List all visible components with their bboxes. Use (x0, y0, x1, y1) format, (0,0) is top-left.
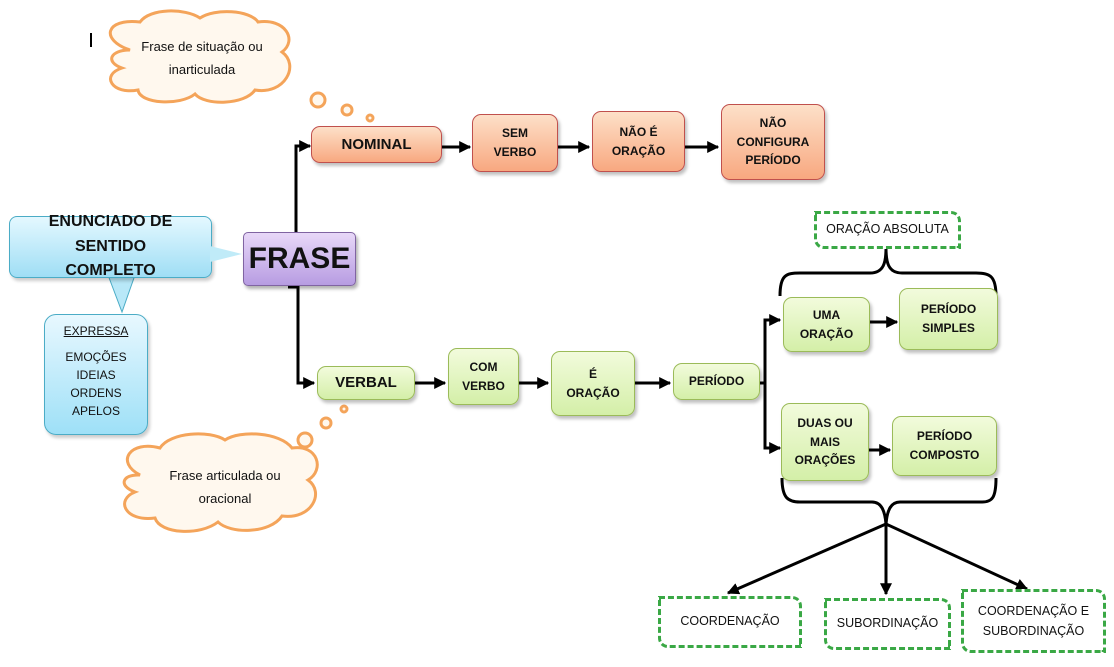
enunciado-box: ENUNCIADO DE SENTIDO COMPLETO (9, 213, 212, 279)
uma-oracao-box: UMA ORAÇÃO (783, 297, 870, 352)
periodo-composto-box: PERÍODO COMPOSTO (892, 416, 997, 476)
oracao-absoluta-box: ORAÇÃO ABSOLUTA (814, 211, 961, 249)
periodo-simples-box: PERÍODO SIMPLES (899, 288, 998, 350)
frase-box: FRASE (243, 232, 356, 286)
cloud-bottom (122, 404, 349, 533)
coordenacao-e-subordinacao-box: COORDENAÇÃO E SUBORDINAÇÃO (961, 589, 1106, 653)
sem-verbo-box: SEM VERBO (472, 114, 558, 172)
subordinacao-box: SUBORDINAÇÃO (824, 598, 951, 650)
enunciado-connector-tail (210, 246, 242, 262)
cloud-top-text: Frase de situação ou inarticulada (141, 39, 263, 77)
expressa-item: APELOS (71, 404, 121, 418)
e-oracao-box: É ORAÇÃO (551, 351, 635, 416)
expressa-item: EMOÇÕES (65, 350, 127, 364)
expressa-item: IDEIAS (76, 368, 116, 382)
cloud-bottom-text: Frase articulada ou oracional (169, 468, 281, 506)
duas-oracoes-box: DUAS OU MAIS ORAÇÕES (781, 403, 869, 481)
expressa-item: ORDENS (70, 386, 122, 400)
cloud-top (108, 9, 375, 123)
com-verbo-box: COM VERBO (448, 348, 519, 405)
expressa-box: EXPRESSA EMOÇÕES IDEIAS ORDENS APELOS (44, 314, 148, 435)
verbal-box: VERBAL (317, 366, 415, 400)
coordenacao-box: COORDENAÇÃO (658, 596, 802, 648)
nao-e-oracao-box: NÃO É ORAÇÃO (592, 111, 685, 172)
periodo-box: PERÍODO (673, 363, 760, 400)
nao-configura-periodo-box: NÃO CONFIGURA PERÍODO (721, 104, 825, 180)
text-cursor (90, 33, 92, 47)
nominal-box: NOMINAL (311, 126, 442, 163)
expressa-header: EXPRESSA (63, 324, 129, 338)
